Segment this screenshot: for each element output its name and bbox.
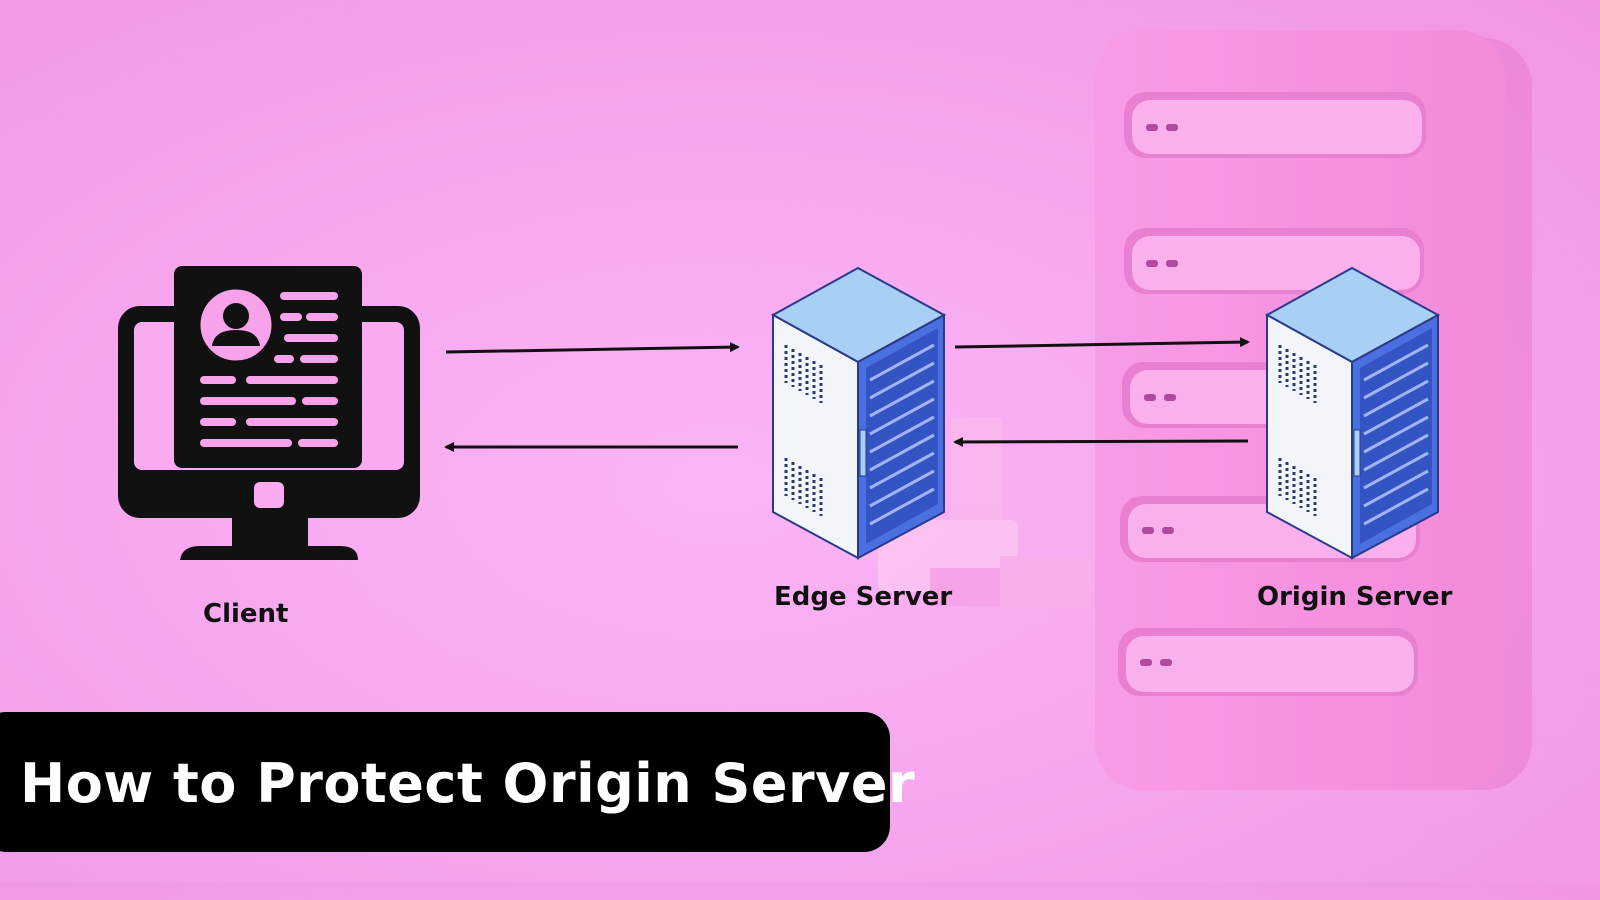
edge-server-label: Edge Server bbox=[774, 582, 953, 612]
server-rack-icon bbox=[770, 266, 947, 560]
origin-server-label: Origin Server bbox=[1257, 582, 1453, 612]
page-title: How to Protect Origin Server bbox=[20, 752, 916, 815]
arrow-right-icon bbox=[445, 342, 740, 354]
arrow-right-icon bbox=[954, 337, 1250, 349]
arrow-left-icon bbox=[953, 436, 1249, 447]
background-server-tower bbox=[1095, 30, 1532, 790]
tower-slot bbox=[1118, 628, 1418, 696]
background-connector bbox=[878, 418, 1090, 608]
title-banner bbox=[0, 712, 890, 852]
client-label: Client bbox=[203, 599, 289, 629]
tower-slot bbox=[1124, 92, 1426, 158]
monitor-profile-icon bbox=[118, 266, 420, 560]
server-rack-icon bbox=[1264, 266, 1441, 560]
diagram-canvas bbox=[118, 30, 1532, 790]
